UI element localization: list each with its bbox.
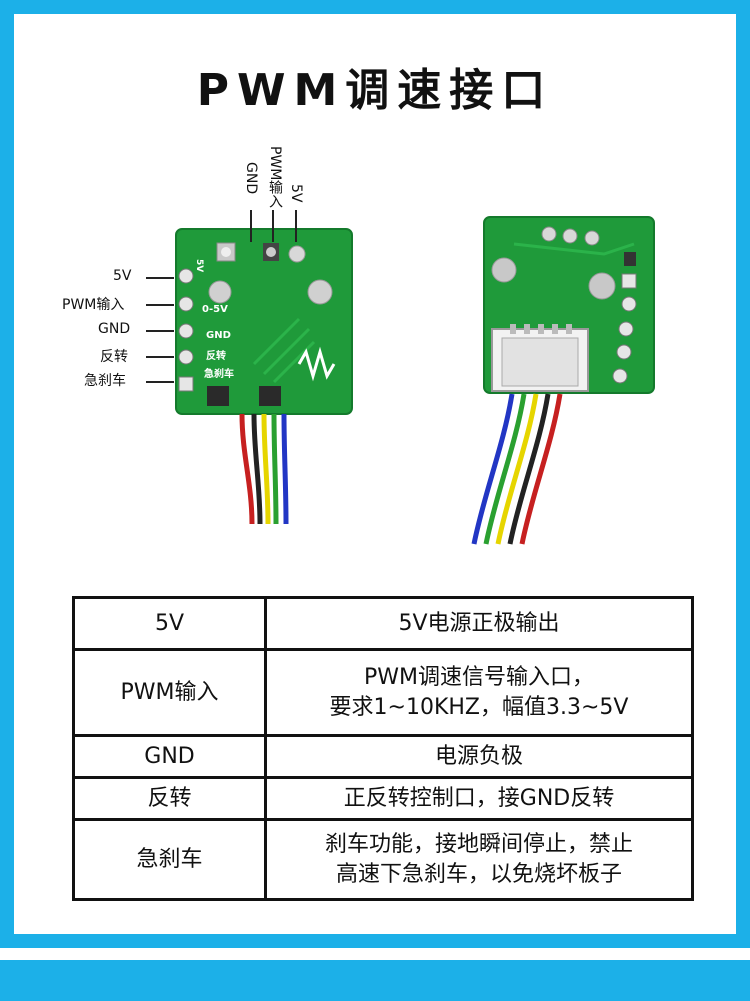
pin-label-top-pwm: PWM输入 <box>267 146 283 209</box>
pin-label-gnd: GND <box>98 321 131 337</box>
pin-label-top-5v: 5V <box>288 184 304 203</box>
table-row: 5V 5V电源正极输出 <box>72 596 694 651</box>
table-row: GND 电源负极 <box>72 734 694 779</box>
table-row: PWM输入 PWM调速信号输入口， 要求1~10KHZ，幅值3.3~5V <box>72 648 694 737</box>
pin-label-brake: 急刹车 <box>84 373 126 389</box>
silk-label: 急刹车 <box>204 367 234 380</box>
table-row: 急刹车 刹车功能，接地瞬间停止，禁止 高速下急刹车，以免烧坏板子 <box>72 818 694 901</box>
table-key: 5V <box>72 596 267 651</box>
pcb-front: 0-5V GND 反转 急刹车 5V <box>146 210 353 525</box>
silk-label: 0-5V <box>202 304 228 315</box>
table-value: 刹车功能，接地瞬间停止，禁止 高速下急刹车，以免烧坏板子 <box>264 818 694 901</box>
content-card: PWM调速接口 <box>14 14 736 934</box>
pcb-back <box>471 216 655 545</box>
table-key: PWM输入 <box>72 648 267 737</box>
silk-label: 5V <box>194 259 204 272</box>
product-photo: 0-5V GND 反转 急刹车 5V <box>14 124 736 554</box>
pin-label-reverse: 反转 <box>100 349 128 365</box>
silk-label: 反转 <box>206 349 226 362</box>
table-key: 急刹车 <box>72 818 267 901</box>
pin-label-top-gnd: GND <box>243 162 259 195</box>
table-value: 5V电源正极输出 <box>264 596 694 651</box>
table-key: 反转 <box>72 776 267 821</box>
table-key: GND <box>72 734 267 779</box>
silk-label: GND <box>206 330 231 341</box>
table-value: PWM调速信号输入口， 要求1~10KHZ，幅值3.3~5V <box>264 648 694 737</box>
table-value: 正反转控制口，接GND反转 <box>264 776 694 821</box>
page-title: PWM调速接口 <box>196 65 554 116</box>
table-value: 电源负极 <box>264 734 694 779</box>
table-row: 反转 正反转控制口，接GND反转 <box>72 776 694 821</box>
pin-label-5v: 5V <box>113 268 132 284</box>
bottom-strip <box>0 948 750 960</box>
pcb-illustration: 0-5V GND 反转 急刹车 5V <box>146 210 655 545</box>
spec-table: 5V 5V电源正极输出 PWM输入 PWM调速信号输入口， 要求1~10KHZ，… <box>72 596 694 901</box>
pin-label-pwm: PWM输入 <box>62 297 125 313</box>
